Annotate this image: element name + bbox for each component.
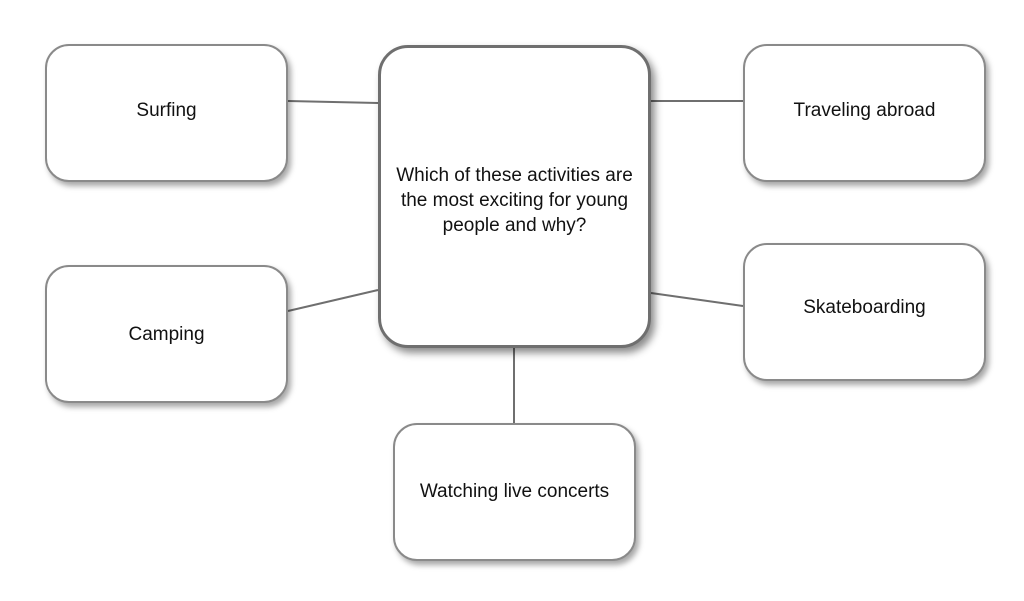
node-camping: Camping [45, 265, 288, 403]
connector-camping [287, 289, 379, 312]
node-watching-live-concerts: Watching live concerts [393, 423, 636, 561]
node-label-camping: Camping [128, 323, 205, 345]
connector-skateboarding [650, 292, 744, 307]
connector-surfing [287, 100, 379, 104]
node-label-traveling-abroad: Traveling abroad [793, 99, 936, 121]
node-surfing: Surfing [45, 44, 288, 182]
node-label-skateboarding: Skateboarding [803, 296, 926, 318]
node-label-surfing: Surfing [136, 99, 197, 121]
node-traveling-abroad: Traveling abroad [743, 44, 986, 182]
node-label-watching-live-concerts: Watching live concerts [419, 480, 610, 502]
central-question-node: Which of these activities are the most e… [378, 45, 651, 348]
node-skateboarding: Skateboarding [743, 243, 986, 381]
central-question-text: Which of these activities are the most e… [396, 165, 633, 236]
